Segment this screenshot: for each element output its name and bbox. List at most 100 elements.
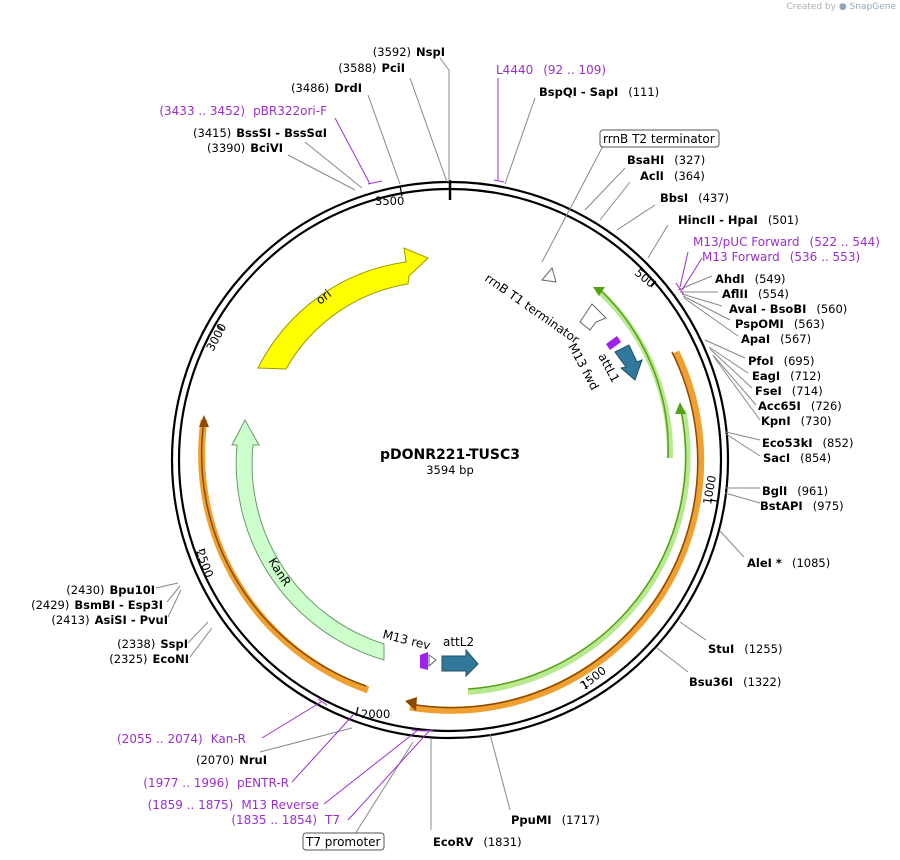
site-pos-apai: (567) [780,332,811,346]
kanr-feature [231,418,385,661]
site-bsahi: BsaHI [627,153,664,167]
attl2-feature [441,648,479,678]
svg-text:(3415)BssSI - BssSαI: (3415)BssSI - BssSαI [193,126,327,140]
svg-text:Bsu36I(1322): Bsu36I(1322) [689,675,781,689]
site-sspi: SspI [160,637,188,651]
plasmid-name: pDONR221-TUSC3 [380,447,520,463]
svg-text:AleI *(1085): AleI *(1085) [747,556,830,570]
primer-pos-t7: (1835 .. 1854) [231,813,317,827]
svg-text:SacI(854): SacI(854) [763,451,831,465]
svg-text:M13 Forward(536 .. 553): M13 Forward (536 .. 553) [702,250,860,264]
credit-brand: SnapGene [849,2,896,12]
orf-arc-right [409,350,705,714]
primer-pos-m13fwd: (536 .. 553) [790,250,860,264]
svg-text:(2070)NruI: (2070) NruI [196,753,267,767]
primer-pbr322: pBR322ori-F [253,104,327,118]
primer-m13puc: M13/pUC Forward [693,235,800,249]
svg-text:AflII(554): AflII(554) [722,287,789,301]
svg-text:M13/pUC Forward(522 .. 544): M13/pUC Forward (522 .. 544) [693,235,880,249]
site-pos-bsahi: (327) [674,153,705,167]
site-bgli: BglI [762,484,787,498]
svg-text:(1835 .. 1854)T7: (1835 .. 1854)T7 [231,813,340,827]
credit: Created by ● SnapGene [786,2,896,12]
site-acc65i: Acc65I [758,399,801,413]
rrnb-t2-label: rrnB T2 terminator [603,132,715,146]
svg-text:StuI(1255): StuI(1255) [708,642,783,656]
m13-fwd-feature [606,336,621,350]
svg-text:L4440(92 .. 109): L4440(92 .. 109) [496,63,606,77]
primer-pentr: pENTR-R [237,776,289,790]
tick-2000: 2000 [361,707,390,721]
tick-3500: 3500 [375,194,404,208]
site-pos-asisi: (2413) [51,613,89,627]
site-pos-eco53ki: (852) [823,436,854,450]
site-stui: StuI [708,642,734,656]
site-pos-bbsi: (437) [698,191,729,205]
primer-l4440: L4440 [496,63,533,77]
site-pos-econi: (2325) [109,652,147,666]
svg-text:AvaI - BsoBI(560): AvaI - BsoBI(560) [729,302,847,316]
svg-text:EagI(712): EagI(712) [752,369,821,383]
svg-text:BspQI - SapI(111): BspQI - SapI(111) [539,85,659,99]
site-bsu36i: Bsu36I [689,675,733,689]
tick-500: 500 [632,266,658,291]
site-hincii: HincII - HpaI [678,213,758,227]
site-pos-bcivi: (3390) [207,141,245,155]
svg-text:(2325)EcoNI: (2325)EcoNI [109,652,189,666]
svg-text:BstAPI(975): BstAPI(975) [760,499,844,513]
svg-text:(2338)SspI: (2338)SspI [117,637,188,651]
site-pos-bsmbi: (2429) [31,598,69,612]
svg-text:Eco53kI(852): Eco53kI (852) [762,436,853,450]
svg-text:PfoI(695): PfoI (695) [748,354,815,368]
tick-1000: 1000 [700,474,719,505]
svg-text:(2430)Bpu10I: (2430)Bpu10I [66,583,155,597]
site-pos-pfoi: (695) [784,354,815,368]
site-pos-ahdi: (549) [755,272,786,286]
site-pos-drdi: (3486) [291,81,329,95]
svg-text:AhdI(549): AhdI (549) [715,272,786,286]
site-nrui: NruI [239,753,267,767]
site-pfoi: PfoI [748,354,774,368]
site-ahdi: AhdI [715,272,745,286]
site-pcii: PciI [382,61,405,75]
site-pos-alei: (1085) [792,556,830,570]
site-pos-nspi: (3592) [373,45,411,59]
primer-leader-lines [261,78,703,821]
primer-pos-m13puc: (522 .. 544) [810,235,880,249]
site-pos-avai: (560) [816,302,847,316]
svg-text:(3433 .. 3452)pBR322ori-F: (3433 .. 3452) pBR322ori-F [159,104,327,118]
svg-text:(1859 .. 1875)M13 Reverse: (1859 .. 1875)M13 Reverse [148,798,319,812]
site-eco53ki: Eco53kI [762,436,813,450]
svg-text:(1977 .. 1996)pENTR-R: (1977 .. 1996)pENTR-R [143,776,289,790]
site-apai: ApaI [741,332,770,346]
site-pos-acli: (364) [674,169,705,183]
site-asisi: AsiSI - PvuI [95,613,168,627]
m13-rev-feature [420,652,428,670]
site-pos-fsei: (714) [792,384,823,398]
svg-text:(3390)BciVI: (3390)BciVI [207,141,283,155]
site-pos-nrui: (2070) [196,753,234,767]
site-pos-aflii: (554) [758,287,789,301]
svg-text:PspOMI(563): PspOMI(563) [735,317,825,331]
t7-promoter-label: T7 promoter [305,835,381,849]
site-pspomi: PspOMI [735,317,784,331]
primer-pos-pbr322: (3433 .. 3452) [159,104,245,118]
m13-rev-label: M13 rev [381,627,432,652]
svg-text:FseI(714): FseI (714) [755,384,823,398]
site-pos-hincii: (501) [768,213,799,227]
primer-m13fwd: M13 Forward [702,250,780,264]
site-pos-bsssi: (3415) [193,126,231,140]
leader-lines [155,57,761,843]
site-pos-acc65i: (726) [811,399,842,413]
site-pos-eagi: (712) [790,369,821,383]
site-pos-ecorv: (1831) [483,835,521,849]
svg-text:Acc65I(726): Acc65I (726) [758,399,842,413]
svg-text:(3588)PciI: (3588)PciI [338,61,405,75]
svg-text:(3486)DrdI: (3486)DrdI [291,81,362,95]
site-pos-bstapi: (975) [813,499,844,513]
site-bsmbi: BsmBI - Esp3I [74,598,163,612]
site-kpni: KpnI [761,414,791,428]
site-acli: AclI [640,169,664,183]
site-fsei: FseI [755,384,782,398]
